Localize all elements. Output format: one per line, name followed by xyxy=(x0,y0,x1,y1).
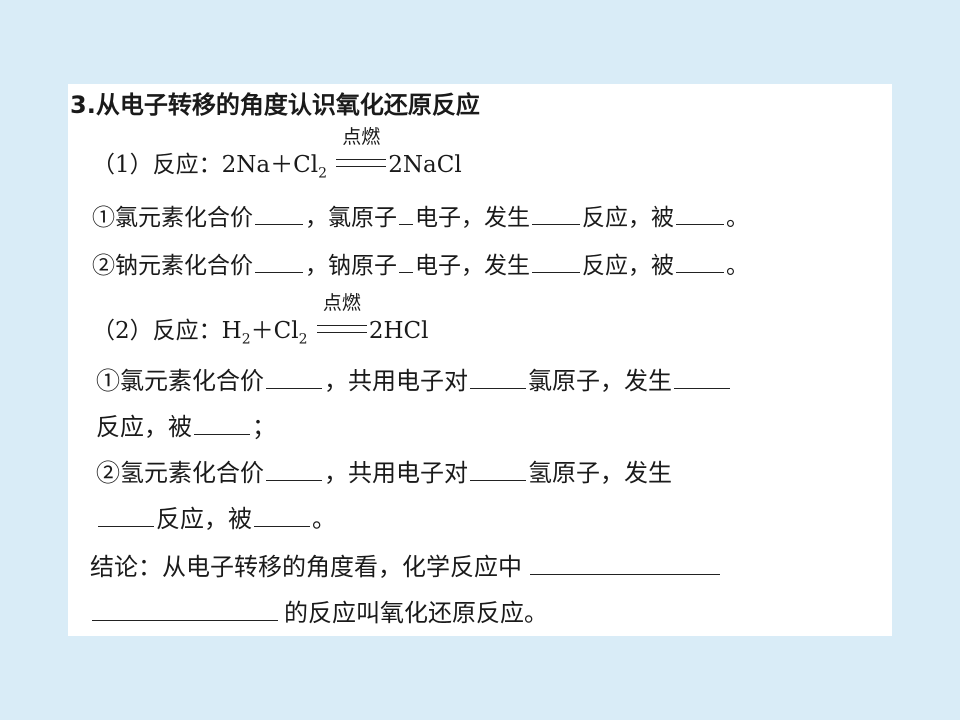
blank-field[interactable] xyxy=(194,412,250,435)
text: 结论：从电子转移的角度看，化学反应中 xyxy=(90,553,522,581)
blank-field[interactable] xyxy=(266,458,322,481)
text: 。 xyxy=(726,253,749,279)
reaction-1-product: 2NaCl xyxy=(388,152,462,178)
text: 。 xyxy=(726,205,749,231)
blank-field[interactable] xyxy=(470,458,526,481)
reaction-1-arrow: 点燃 xyxy=(334,126,388,180)
text: ； xyxy=(252,413,276,441)
conclusion-line-1: 结论：从电子转移的角度看，化学反应中 xyxy=(90,552,722,582)
text: 反应，被 xyxy=(156,505,252,533)
subscript: 2 xyxy=(298,331,308,348)
text: ，共用电子对 xyxy=(324,367,468,395)
reaction-1-condition: 点燃 xyxy=(342,126,381,148)
text: ，共用电子对 xyxy=(324,459,468,487)
text: 电子，发生 xyxy=(415,205,530,231)
reaction-2-arrow: 点燃 xyxy=(315,292,369,346)
reaction-2-line-1a: ①氯元素化合价 ，共用电子对 氯原子，发生 xyxy=(96,366,732,396)
blank-field[interactable] xyxy=(676,250,724,273)
text: 反应，被 xyxy=(582,253,674,279)
text: 电子，发生 xyxy=(415,253,530,279)
reaction-2-product: 2HCl xyxy=(368,318,429,344)
subscript: 2 xyxy=(241,331,251,348)
section-title: 3.从电子转移的角度认识氧化还原反应 xyxy=(70,91,480,119)
blank-field[interactable] xyxy=(532,250,580,273)
double-line-arrow xyxy=(316,325,367,333)
blank-field[interactable] xyxy=(676,202,724,225)
text: 的反应叫氧化还原反应。 xyxy=(284,599,548,627)
text: 。 xyxy=(312,505,336,533)
conclusion-line-2: 的反应叫氧化还原反应。 xyxy=(90,598,548,628)
blank-field[interactable] xyxy=(92,598,278,621)
reaction-2-line-2a: ②氢元素化合价 ，共用电子对 氢原子，发生 xyxy=(96,458,672,488)
blank-field[interactable] xyxy=(254,504,310,527)
text: ，氯原子 xyxy=(305,205,397,231)
text: ②钠元素化合价 xyxy=(92,253,253,279)
blank-field[interactable] xyxy=(532,202,580,225)
reaction-1-head: （1）反应：2Na＋Cl xyxy=(92,152,319,178)
blank-field[interactable] xyxy=(470,366,526,389)
reaction-1-line-2: ②钠元素化合价 ，钠原子电子，发生 反应，被 。 xyxy=(92,250,749,281)
reaction-2-line-2b: 反应，被 。 xyxy=(96,504,336,534)
text: ，钠原子 xyxy=(305,253,397,279)
blank-field[interactable] xyxy=(255,250,303,273)
reaction-2-head: （2）反应：H xyxy=(92,318,242,344)
subscript: 2 xyxy=(318,165,327,182)
text: 氯原子，发生 xyxy=(528,367,672,395)
blank-field[interactable] xyxy=(399,202,413,225)
blank-field[interactable] xyxy=(266,366,322,389)
double-line-arrow xyxy=(336,159,387,167)
text: 反应，被 xyxy=(582,205,674,231)
reaction-1-line-1: ①氯元素化合价 ，氯原子电子，发生 反应，被 。 xyxy=(92,202,749,233)
reaction-2-line-1b: 反应，被 ； xyxy=(96,412,276,442)
blank-field[interactable] xyxy=(98,504,154,527)
text: ②氢元素化合价 xyxy=(96,459,264,487)
reaction-2-mid: ＋Cl xyxy=(250,318,299,344)
text: ①氯元素化合价 xyxy=(92,205,253,231)
blank-field[interactable] xyxy=(530,552,720,575)
blank-field[interactable] xyxy=(674,366,730,389)
text: 反应，被 xyxy=(96,413,192,441)
text: 氢原子，发生 xyxy=(528,459,672,487)
text: ①氯元素化合价 xyxy=(96,367,264,395)
blank-field[interactable] xyxy=(255,202,303,225)
blank-field[interactable] xyxy=(399,250,413,273)
reaction-2-condition: 点燃 xyxy=(322,292,361,314)
reaction-1-equation: （1）反应：2Na＋Cl2 点燃 2NaCl xyxy=(92,126,462,189)
